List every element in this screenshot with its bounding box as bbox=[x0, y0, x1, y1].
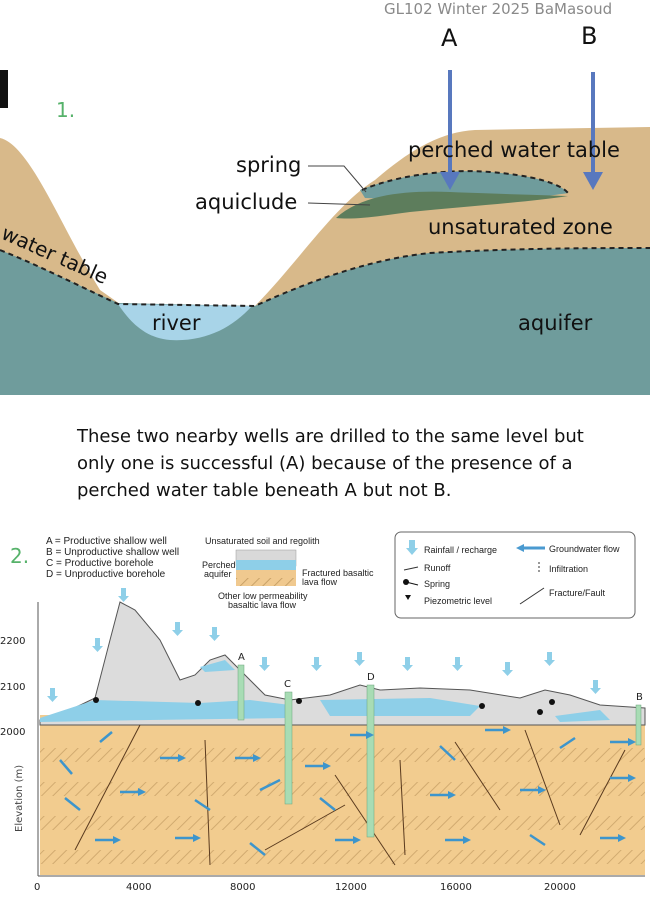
perched-aquifer-right bbox=[320, 698, 480, 716]
springs bbox=[93, 697, 555, 715]
legend-unsaturated: Unsaturated soil and regolith bbox=[205, 536, 320, 546]
piezometric-icon bbox=[405, 595, 411, 600]
legend-piezometric: Piezometric level bbox=[424, 596, 492, 606]
rainfall-icon bbox=[406, 540, 418, 555]
rainfall-arrows bbox=[47, 588, 601, 702]
x-tick-20000: 20000 bbox=[544, 882, 576, 893]
y-tick-2100: 2100 bbox=[0, 682, 25, 693]
well-b-label: B bbox=[581, 22, 598, 50]
legend-runoff: Runoff bbox=[424, 563, 451, 573]
legend-groundwater: Groundwater flow bbox=[549, 544, 620, 554]
process-legend: Rainfall / recharge Runoff Spring Piezom… bbox=[394, 531, 636, 619]
fractures bbox=[74, 724, 626, 866]
well-a-arrow bbox=[440, 70, 460, 190]
well-d-tag: D bbox=[367, 672, 375, 683]
x-tick-12000: 12000 bbox=[335, 882, 367, 893]
perched-aquifer-far bbox=[555, 710, 610, 722]
river-label: river bbox=[152, 311, 201, 335]
well-d bbox=[366, 684, 375, 838]
unsaturated-zone-label: unsaturated zone bbox=[428, 215, 613, 239]
legend-fractured-1: Fractured basaltic bbox=[302, 568, 374, 578]
x-tick-8000: 8000 bbox=[230, 882, 255, 893]
slide-edge-mark bbox=[0, 70, 8, 108]
legend-c: C = Productive borehole bbox=[46, 558, 154, 569]
well-a bbox=[237, 664, 245, 721]
well-b-tag: B bbox=[636, 692, 643, 703]
basalt-aquifer-diagram: A = Productive shallow well B = Unproduc… bbox=[0, 531, 646, 893]
fracture-icon bbox=[519, 587, 545, 605]
perched-aquifer-top bbox=[200, 660, 235, 672]
y-tick-2200: 2200 bbox=[0, 636, 25, 647]
legend-other-2: basaltic lava flow bbox=[228, 600, 297, 610]
well-b-arrow bbox=[583, 72, 603, 190]
x-tick-4000: 4000 bbox=[126, 882, 151, 893]
legend-other-1: Other low permeability bbox=[218, 591, 308, 601]
well-c bbox=[284, 691, 293, 805]
perched-water-table-diagram: spring aquiclude perched water table uns… bbox=[0, 70, 650, 395]
groundwater-flow-arrows bbox=[59, 728, 630, 856]
perched-water-table-line bbox=[361, 170, 569, 194]
legend-fractured-2: lava flow bbox=[302, 577, 338, 587]
aquifer-label: aquifer bbox=[518, 311, 593, 335]
legend-a: A = Productive shallow well bbox=[46, 536, 167, 547]
water-table-line bbox=[0, 247, 650, 308]
runoff-icon bbox=[403, 566, 419, 571]
caption-line-1: These two nearby wells are drilled to th… bbox=[77, 426, 584, 447]
well-a-tag: A bbox=[238, 652, 245, 663]
x-tick-16000: 16000 bbox=[440, 882, 472, 893]
y-axis-label: Elevation (m) bbox=[14, 765, 25, 832]
well-type-legend: A = Productive shallow well B = Unproduc… bbox=[46, 536, 179, 580]
well-a-label: A bbox=[441, 24, 458, 52]
legend-perched: Perched bbox=[202, 560, 236, 570]
caption-line-3: perched water table beneath A but not B. bbox=[77, 480, 452, 501]
figure2-number: 2. bbox=[10, 544, 30, 568]
course-credit: GL102 Winter 2025 BaMasoud bbox=[384, 0, 613, 18]
legend-infiltration: Infiltration bbox=[549, 564, 588, 574]
legend-rainfall: Rainfall / recharge bbox=[424, 545, 497, 555]
caption-text: These two nearby wells are drilled to th… bbox=[77, 423, 637, 504]
spring-leader-line bbox=[308, 165, 367, 193]
perched-aquifer-left bbox=[40, 700, 290, 722]
y-tick-2000: 2000 bbox=[0, 727, 25, 738]
river-channel bbox=[118, 304, 252, 341]
legend-spring: Spring bbox=[424, 579, 450, 589]
legend-aquifer: aquifer bbox=[204, 569, 232, 579]
legend-fracture: Fracture/Fault bbox=[549, 588, 606, 598]
perched-water-table-label: perched water table bbox=[408, 138, 620, 162]
layer-legend: Unsaturated soil and regolith Perched aq… bbox=[202, 536, 374, 610]
legend-d: D = Unproductive borehole bbox=[46, 569, 166, 580]
well-c-tag: C bbox=[284, 679, 291, 690]
aquiclude-label: aquiclude bbox=[195, 190, 297, 214]
groundwater-flow-heads bbox=[113, 726, 636, 844]
aquifer-zone bbox=[0, 248, 650, 395]
caption-line-2: only one is successful (A) because of th… bbox=[77, 453, 573, 474]
figure1-number: 1. bbox=[56, 98, 76, 122]
x-tick-0: 0 bbox=[34, 882, 40, 893]
spring-label: spring bbox=[236, 153, 301, 177]
aquiclude-leader-line bbox=[307, 202, 371, 206]
aquiclude-lens bbox=[336, 191, 568, 219]
legend-b: B = Unproductive shallow well bbox=[46, 547, 179, 558]
elevation-axis: 2200 2100 2000 Elevation (m) 0 4000 8000… bbox=[0, 602, 645, 893]
well-b bbox=[635, 704, 642, 746]
